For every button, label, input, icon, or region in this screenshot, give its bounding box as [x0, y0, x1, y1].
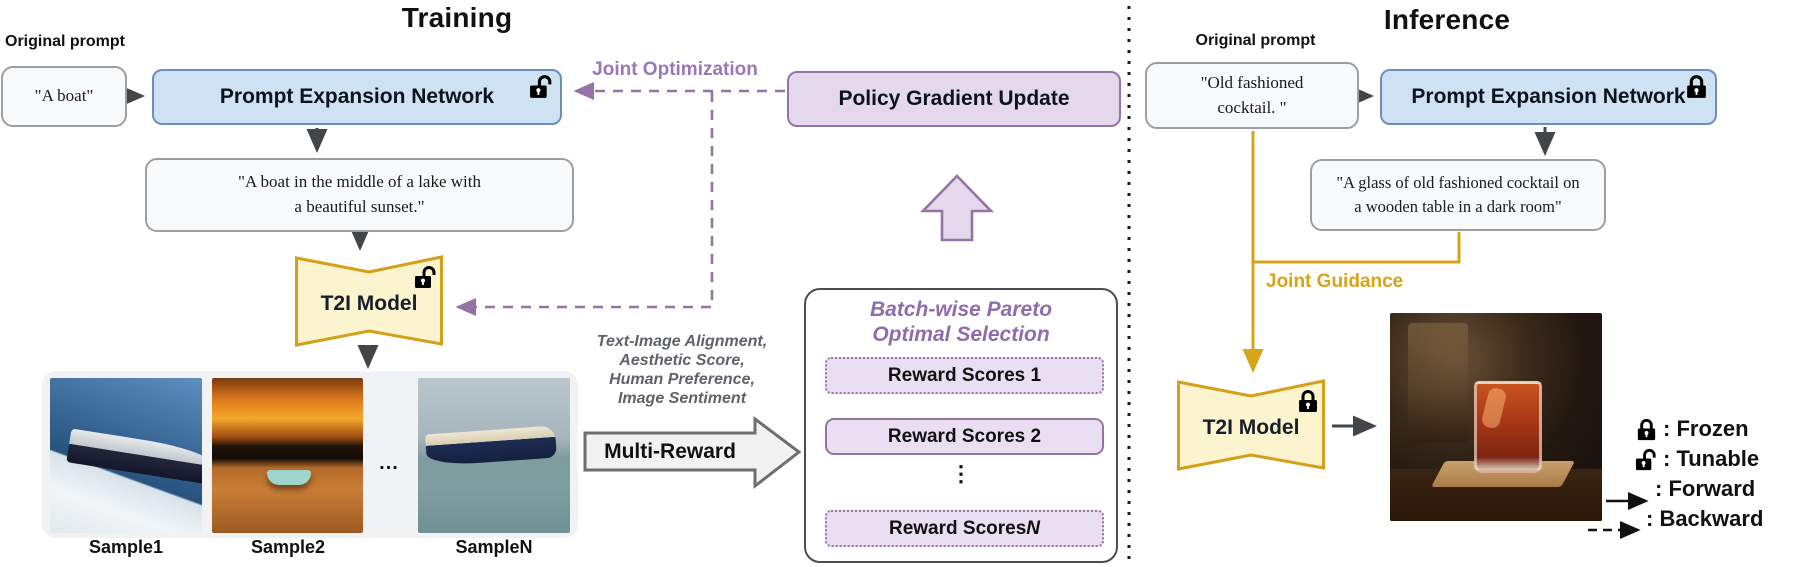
lock-closed-icon: [1299, 390, 1317, 412]
legend-backward-label: : Backward: [1646, 506, 1764, 531]
reward-scores-n: Reward Scores N: [825, 510, 1104, 547]
pen-label-training: Prompt Expansion Network: [219, 85, 495, 108]
cocktail-window: [1408, 323, 1468, 443]
cocktail-glass: [1474, 381, 1542, 473]
joint-optimization-label: Joint Optimization: [592, 59, 758, 80]
original-prompt-text-training: "A boat": [34, 86, 94, 106]
criteria-line2: Aesthetic Score,: [619, 351, 745, 369]
sample2-boat: [267, 470, 311, 485]
original-prompt-box-training: "A boat": [1, 66, 127, 127]
legend-tunable-label: : Tunable: [1663, 446, 1760, 471]
legend-backward-row: : Backward: [1588, 504, 1810, 534]
training-title: Training: [401, 2, 513, 33]
original-prompt-label-training: Original prompt: [5, 33, 125, 50]
legend-forward-label: : Forward: [1655, 476, 1756, 501]
reward-vertical-dots: ⋮: [950, 461, 972, 486]
samples-ellipsis: ...: [379, 452, 399, 474]
reward-scores-1: Reward Scores 1: [825, 357, 1104, 394]
legend: : Frozen : Tunable : Forward : Backward: [1588, 414, 1810, 534]
t2i-shape: [1177, 379, 1325, 471]
prompt-expansion-network-inference: Prompt Expansion Network: [1380, 69, 1717, 125]
expanded-prompt-inf-line1: "A glass of old fashioned cocktail on: [1336, 173, 1580, 193]
expanded-prompt-box-inference: "A glass of old fashioned cocktail on a …: [1310, 159, 1606, 231]
expanded-prompt-box-training: "A boat in the middle of a lake with a b…: [145, 158, 574, 232]
expanded-prompt-line1: "A boat in the middle of a lake with: [238, 172, 481, 192]
lock-open-icon: [415, 266, 436, 288]
sampleN-boat: [425, 425, 557, 467]
pen-label-inference: Prompt Expansion Network: [1411, 85, 1686, 108]
t2i-shape: [295, 255, 443, 347]
sampleN-image: [418, 378, 570, 533]
original-prompt-box-inference: "Old fashioned cocktail. ": [1145, 62, 1359, 129]
t2i-model-inference: T2I Model: [1177, 378, 1325, 472]
reward-scores-2: Reward Scores 2: [825, 418, 1104, 455]
t2i-model-training: T2I Model: [295, 254, 443, 348]
criteria-line1: Text-Image Alignment,: [596, 333, 768, 350]
legend-tunable-row: : Tunable: [1588, 444, 1810, 474]
prompt-expansion-network-training: Prompt Expansion Network: [152, 69, 562, 125]
criteria-line3: Human Preference,: [609, 370, 755, 388]
cocktail-image: [1390, 313, 1602, 521]
cocktail-orange-peel: [1480, 386, 1508, 430]
gold-line-expanded-join: [1253, 232, 1461, 264]
sample2-image: [212, 378, 363, 533]
sample1-boat: [66, 428, 202, 486]
pareto-selection-box: Batch-wise Pareto Optimal Selection Rewa…: [804, 288, 1118, 563]
expanded-prompt-line2: a beautiful sunset.": [294, 197, 425, 216]
sample1-label: Sample1: [88, 537, 164, 557]
reward-criteria: Text-Image Alignment, Aesthetic Score, H…: [567, 333, 797, 409]
joint-guidance-label: Joint Guidance: [1266, 271, 1404, 292]
policy-gradient-update-box: Policy Gradient Update: [787, 71, 1121, 127]
lock-open-icon: [1635, 448, 1656, 470]
policy-gradient-label: Policy Gradient Update: [838, 87, 1070, 110]
t2i-label-training: T2I Model: [320, 292, 418, 315]
pareto-title: Batch-wise Pareto Optimal Selection: [869, 298, 1053, 347]
legend-frozen-label: : Frozen: [1663, 416, 1749, 441]
sampleN-label: SampleN: [455, 537, 533, 557]
expanded-prompt-inf-line2: a wooden table in a dark room": [1354, 197, 1562, 216]
sample1-image: [50, 378, 202, 533]
original-prompt-inf-line1: "Old fashioned: [1200, 72, 1304, 92]
legend-frozen-row: : Frozen: [1588, 414, 1810, 444]
lock-closed-icon: [1687, 75, 1706, 98]
lock-open-icon: [530, 75, 552, 98]
original-prompt-inf-line2: cocktail. ": [1217, 97, 1287, 117]
criteria-line4: Image Sentiment: [617, 389, 747, 407]
inference-title: Inference: [1383, 4, 1511, 35]
multi-reward-label: Multi-Reward: [604, 440, 736, 463]
t2i-label-inference: T2I Model: [1202, 416, 1300, 439]
sample2-label: Sample2: [250, 537, 326, 557]
original-prompt-label-inference: Original prompt: [1195, 32, 1316, 49]
legend-forward-row: : Forward: [1588, 474, 1810, 504]
lock-closed-icon: [1637, 418, 1656, 440]
up-arrow: [919, 174, 995, 242]
